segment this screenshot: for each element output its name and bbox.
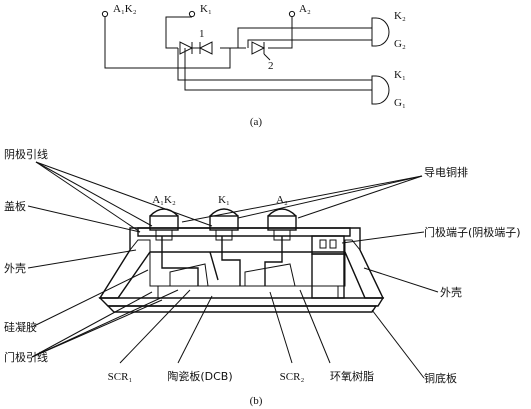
label-epoxy: 环氧树脂 [330,369,374,383]
gate-connector-1 [371,17,390,47]
label-shell-left: 外壳 [4,261,26,275]
gate1-k-label: K₂ [394,10,406,22]
label-scr2: SCR₂ [280,371,305,383]
circuit-schematic: A₁K₂ K₁ A₂ 1 2 K₂ G [101,3,406,128]
scr1-symbol [179,41,213,55]
label-cover: 盖板 [4,199,26,213]
terminal-k1-label: K₁ [200,3,212,15]
leader-lines [27,161,439,379]
module-structure: A₁K₂ K₁ A₂ 阴极引线 盖板 外壳 [4,147,521,407]
copper-base-plate [98,297,385,307]
label-silicone-gel: 硅凝胶 [4,320,37,334]
terminal-a2-label: A₂ [299,3,311,15]
gate2-k-label: K₁ [394,69,406,81]
label-copper-base: 铜底板 [424,371,457,385]
structure-terminal-a1k2: A₁K₂ [152,194,176,206]
label-gate-terminal: 门极端子(阴极端子) [424,225,521,239]
terminal-a1k2-dot [101,10,109,18]
cover-plate [137,227,351,237]
label-shell-right: 外壳 [440,285,462,299]
terminal-screw-a2 [267,208,297,241]
gate-terminal-box [311,235,345,299]
terminal-a1k2-label: A₁K₂ [113,3,137,15]
label-gate-lead: 门极引线 [4,350,48,364]
structure-terminal-a2: A₂ [276,194,288,206]
gate-connector-2 [371,75,390,105]
silicone-gel [149,251,346,287]
terminal-screw-k1 [209,208,239,241]
gate1-g-label: G₂ [394,38,406,50]
caption-b: (b) [250,395,263,407]
label-ceramic: 陶瓷板(DCB) [167,369,232,383]
structure-terminal-k1: K₁ [218,194,230,206]
scr-number-1: 1 [199,28,205,40]
terminal-a2-dot [288,10,296,18]
terminal-k1-dot [188,10,196,18]
scr-number-2: 2 [268,60,274,72]
label-scr1: SCR₁ [108,371,133,383]
label-cathode-lead: 阴极引线 [4,147,48,161]
scr2-symbol [251,41,271,61]
epoxy-layer [157,285,339,299]
label-copper-bar: 导电铜排 [424,165,468,179]
caption-a: (a) [250,116,263,128]
gate2-g-label: G₁ [394,97,406,109]
